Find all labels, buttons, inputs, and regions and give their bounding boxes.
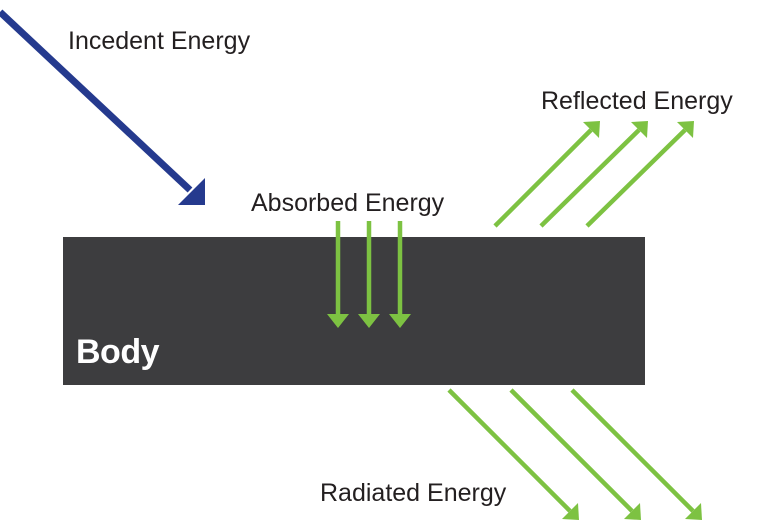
- reflected-arrow: [585, 121, 694, 228]
- radiated-arrow: [570, 388, 702, 520]
- incident-energy-label: Incedent Energy: [68, 27, 251, 55]
- absorbed-arrow: [358, 221, 380, 328]
- reflected-energy-label: Reflected Energy: [541, 87, 733, 115]
- radiated-arrow: [509, 388, 641, 520]
- absorbed-arrow: [389, 221, 411, 328]
- reflected-arrow: [493, 121, 600, 228]
- body-block: [63, 237, 645, 385]
- radiated-energy-label: Radiated Energy: [320, 479, 507, 507]
- reflected-arrow: [539, 121, 648, 228]
- absorbed-energy-label: Absorbed Energy: [251, 189, 445, 217]
- absorbed-arrow: [327, 221, 349, 328]
- body-label: Body: [76, 333, 160, 371]
- incident-arrow: [0, 9, 205, 205]
- radiated-arrow: [447, 388, 579, 520]
